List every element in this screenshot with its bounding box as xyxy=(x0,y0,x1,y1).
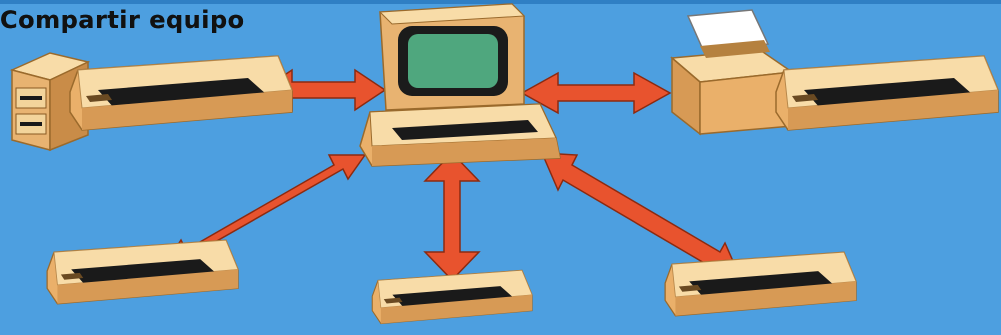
terminal-top-left xyxy=(70,56,292,130)
arrow-computer-to-terminal-center xyxy=(425,153,479,280)
central-computer xyxy=(360,4,560,166)
arrow-computer-to-terminal-right xyxy=(542,153,740,277)
terminal-bottom-right xyxy=(665,252,856,316)
terminal-bottom-center xyxy=(372,270,532,323)
terminal-bottom-left xyxy=(47,240,238,304)
arrow-computer-to-printer xyxy=(522,73,670,113)
printer-icon xyxy=(672,10,792,134)
terminal-top-right xyxy=(776,56,998,130)
page-title-overlay: Compartir equipo xyxy=(0,6,245,34)
